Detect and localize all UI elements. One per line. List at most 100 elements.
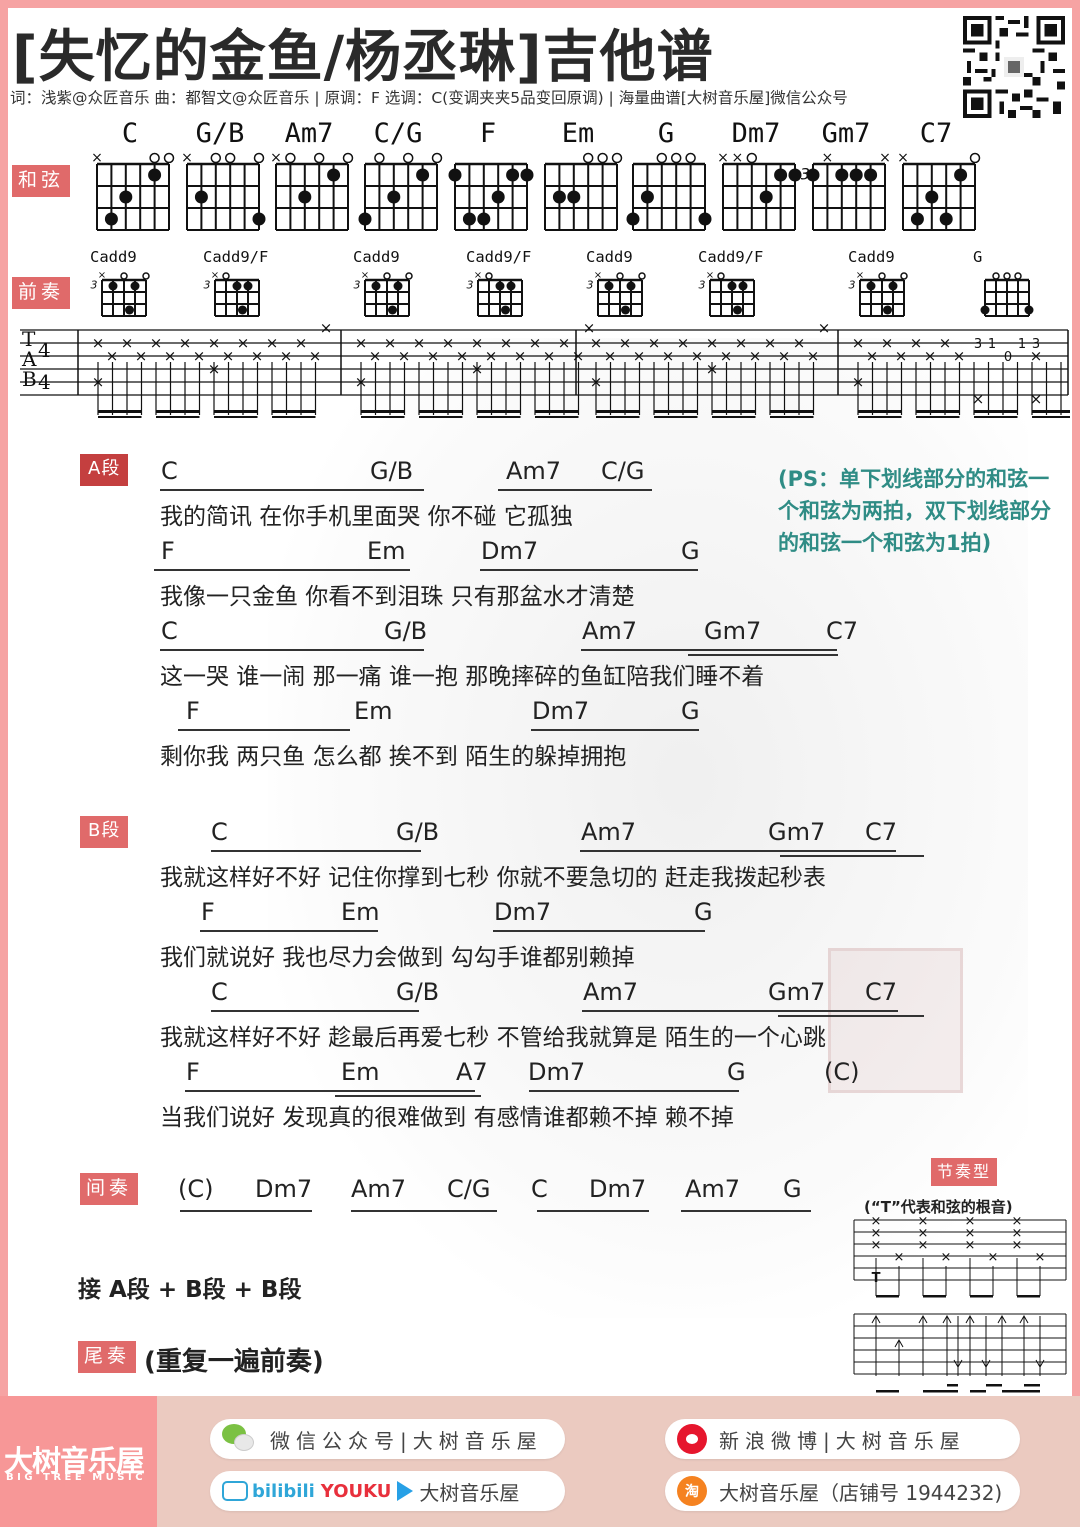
chord-label: C7: [865, 818, 898, 846]
chord-underline: [160, 489, 424, 491]
chord-label: F: [201, 898, 215, 926]
svg-text:×: ×: [1012, 1238, 1023, 1253]
svg-text:×: ×: [427, 347, 440, 365]
stamp-watermark: [828, 948, 963, 1093]
page-title: [失忆的金鱼/杨丞琳]吉他谱: [12, 25, 714, 90]
section-a-tag: A段: [80, 454, 129, 486]
chord-label: C7: [826, 617, 859, 645]
svg-text:×: ×: [897, 152, 909, 166]
svg-text:1: 1: [988, 337, 996, 352]
chord-underline: [780, 855, 924, 857]
svg-text:×: ×: [208, 334, 221, 352]
svg-text:×: ×: [818, 320, 831, 337]
chord-label: Em: [341, 898, 380, 926]
svg-text:×: ×: [677, 334, 690, 352]
chord-grid-icon: ×: [270, 152, 354, 231]
svg-text:×: ×: [309, 347, 322, 365]
intro-chord-diagram: Cadd9×3: [848, 248, 948, 324]
brand-name: 大树音乐屋: [4, 1444, 145, 1478]
weibo-link[interactable]: 新浪微博|大树音乐屋: [665, 1419, 1020, 1459]
svg-text:×: ×: [222, 347, 235, 365]
rhythm-note: (“T”代表和弦的根音): [864, 1198, 1013, 1216]
rhythm-pattern: ××××××××××××××××T: [853, 1216, 1067, 1393]
chord-label: F: [186, 1058, 200, 1086]
svg-text:×: ×: [280, 347, 293, 365]
chord-label: C: [161, 617, 178, 645]
chord-name: Gm7: [821, 118, 871, 149]
svg-text:×: ×: [266, 334, 279, 352]
youku-label: YOUKU: [320, 1480, 392, 1502]
chord-label: Dm7: [528, 1058, 586, 1086]
svg-text:×: ×: [1012, 1216, 1023, 1229]
svg-text:×: ×: [1035, 1250, 1046, 1265]
chord-grid-icon: ×3: [204, 270, 260, 317]
chord-label: Em: [354, 697, 393, 725]
interlude-chord: Am7: [351, 1175, 407, 1203]
chord-label: Dm7: [532, 697, 590, 725]
chord-label: G/B: [396, 978, 440, 1006]
svg-text:×: ×: [106, 347, 119, 365]
chord-grid-icon: [544, 152, 623, 231]
chord-label: Am7: [581, 818, 637, 846]
chord-label: Gm7: [704, 617, 762, 645]
lyric-line: 我像一只金鱼 你看不到泪珠 只有那盆水才清楚: [160, 584, 635, 610]
svg-text:×: ×: [514, 347, 527, 365]
svg-text:×: ×: [583, 320, 596, 337]
outro-text: (重复一遍前奏): [144, 1347, 324, 1377]
interlude-chord: C/G: [447, 1175, 491, 1203]
chord-label: G: [694, 898, 713, 926]
svg-text:3: 3: [91, 278, 98, 291]
ps-note: (PS：单下划线部分的和弦一个和弦为两拍，双下划线部分的和弦一个和弦为1拍): [778, 467, 1051, 555]
video-links[interactable]: bilibili YOUKU 大树音乐屋: [210, 1471, 565, 1511]
svg-text:×: ×: [320, 320, 333, 337]
svg-text:×: ×: [894, 1250, 905, 1265]
next-sections: 接 A段 + B段 + B段: [78, 1277, 302, 1303]
chord-name: Dm7: [731, 118, 781, 149]
bilibili-label: bilibili: [252, 1480, 315, 1502]
chord-underline: [351, 1210, 497, 1212]
svg-text:×: ×: [852, 334, 865, 352]
svg-text:×: ×: [822, 152, 834, 166]
chord-grid-icon: ×: [91, 152, 175, 231]
svg-text:×: ×: [150, 334, 163, 352]
svg-text:×: ×: [965, 1216, 976, 1229]
wechat-link[interactable]: 微信公众号|大树音乐屋: [210, 1419, 565, 1459]
svg-text:×: ×: [871, 1226, 882, 1241]
svg-text:×: ×: [604, 347, 617, 365]
svg-text:×: ×: [1030, 390, 1043, 408]
chord-label: Gm7: [768, 978, 826, 1006]
svg-text:×: ×: [121, 334, 134, 352]
intro-tag: 前奏: [12, 277, 71, 309]
brand-logo[interactable]: 大树音乐屋 BIG TREE MUSIC: [0, 1396, 157, 1527]
svg-text:×: ×: [648, 334, 661, 352]
wechat-icon: [222, 1424, 258, 1454]
interlude-chord: Dm7: [255, 1175, 313, 1203]
chord-name: G: [657, 118, 675, 149]
outro-tag: 尾奏: [78, 1341, 137, 1373]
bilibili-icon: [222, 1481, 248, 1501]
chord-underline: [580, 850, 896, 852]
svg-text:×: ×: [270, 152, 282, 166]
chord-diagram: C/G: [353, 118, 443, 231]
svg-text:×: ×: [807, 347, 820, 365]
qr-code[interactable]: [963, 16, 1065, 118]
svg-text:×: ×: [924, 347, 937, 365]
svg-text:×: ×: [485, 347, 498, 365]
chord-label: C: [211, 978, 228, 1006]
chord-name: Em: [561, 118, 595, 149]
intro-chord-diagram: Cadd9×3: [353, 248, 453, 324]
svg-text:×: ×: [92, 334, 105, 352]
chord-underline: [493, 930, 705, 932]
svg-text:3: 3: [699, 278, 706, 291]
intro-chord-diagram: G: [973, 248, 1072, 324]
taobao-link[interactable]: 淘 大树音乐屋（店铺号 1944232): [665, 1471, 1020, 1511]
chord-name: G/B: [195, 118, 245, 149]
svg-text:×: ×: [988, 1250, 999, 1265]
svg-text:×: ×: [866, 347, 879, 365]
svg-text:×: ×: [918, 1226, 929, 1241]
chord-name: Cadd9: [586, 248, 633, 266]
chord-underline: [185, 1090, 475, 1092]
chord-underline: [537, 1210, 649, 1212]
svg-text:0: 0: [1004, 350, 1012, 365]
